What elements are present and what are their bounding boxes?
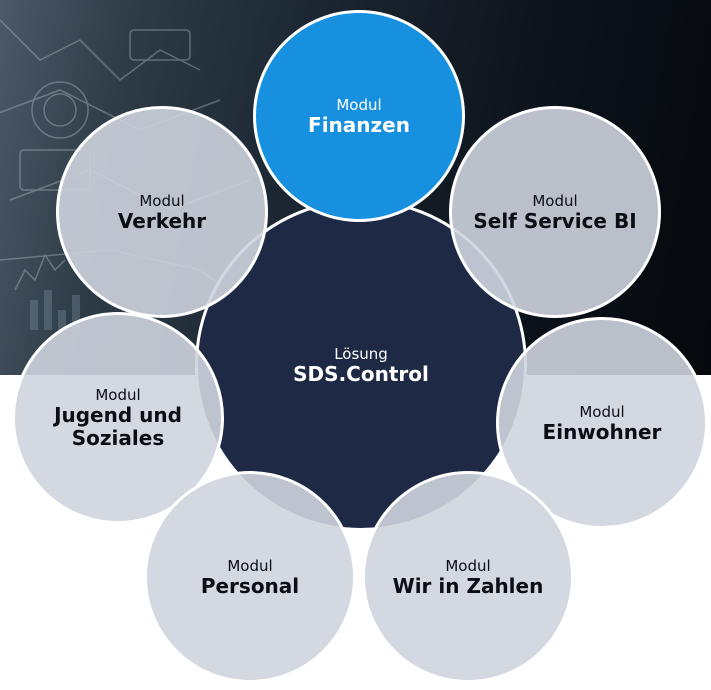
module-finanzen[interactable]: Modul Finanzen (253, 10, 465, 222)
center-kicker: Lösung (334, 344, 388, 363)
center-title: SDS.Control (293, 361, 429, 386)
module-kicker: Modul (579, 402, 625, 421)
module-title: Personal (200, 573, 300, 598)
module-kicker: Modul (95, 386, 141, 404)
module-title: Einwohner (542, 419, 662, 444)
module-kicker: Modul (445, 556, 491, 575)
module-title: Wir in Zahlen (392, 573, 544, 598)
module-wir-in-zahlen[interactable]: Modul Wir in Zahlen (362, 471, 574, 683)
module-jugend-und-soziales[interactable]: Modul Jugend und Soziales (12, 312, 224, 524)
module-self-service-bi[interactable]: Modul Self Service BI (449, 106, 661, 318)
module-kicker: Modul (227, 556, 273, 575)
module-kicker: Modul (139, 191, 185, 210)
module-personal[interactable]: Modul Personal (144, 471, 356, 683)
module-title: Jugend und Soziales (54, 403, 182, 450)
module-kicker: Modul (336, 95, 382, 114)
module-title: Verkehr (117, 208, 207, 233)
module-verkehr[interactable]: Modul Verkehr (56, 106, 268, 318)
module-kicker: Modul (532, 191, 578, 210)
module-title: Self Service BI (473, 208, 637, 233)
module-title: Finanzen (308, 112, 410, 137)
